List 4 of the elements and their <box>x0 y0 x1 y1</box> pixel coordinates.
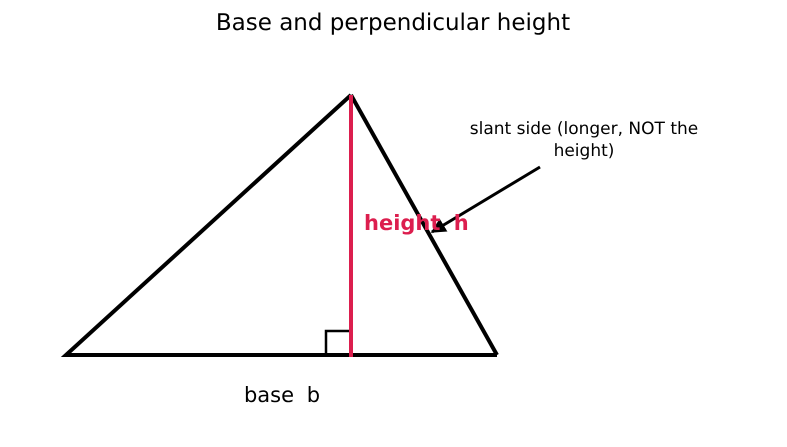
leader-arrow <box>430 166 541 234</box>
callout-text: slant side (longer, NOT the height) <box>454 118 714 162</box>
base-label: base b <box>244 383 320 407</box>
diagram-title: Base and perpendicular height <box>216 10 570 36</box>
